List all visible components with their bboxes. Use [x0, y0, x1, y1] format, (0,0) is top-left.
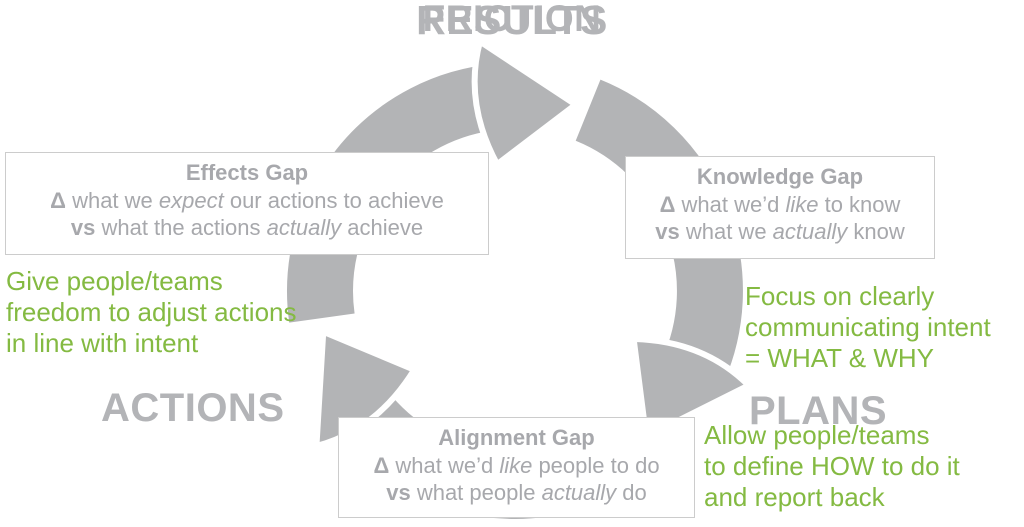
alignment-gap-line1: Δ what we’d like people to do [373, 452, 660, 478]
plans-note: Focus on clearly communicating intent = … [745, 281, 991, 374]
alignment-note-line: and report back [704, 482, 885, 512]
alignment-note-line: Allow people/teams [704, 420, 930, 450]
friction-label: FRICTION [422, 0, 602, 39]
plans-label: PLANS [749, 389, 888, 433]
cycle-arrowhead-top [475, 42, 576, 165]
alignment-note-line: to define HOW to do it [704, 451, 960, 481]
actions-note-line: Give people/teams [6, 266, 223, 296]
alignment-gap-box: Alignment Gap Δ what we’d like people to… [338, 417, 695, 518]
knowledge-gap-title: Knowledge Gap [696, 164, 864, 189]
knowledge-gap-line2: vs what we actually know [655, 219, 905, 244]
alignment-gap-line2: vs what people actually do [386, 480, 647, 505]
effects-gap-line1: Δ what we expect our actions to achieve [50, 187, 444, 213]
effects-gap-box: Effects Gap Δ what we expect our actions… [5, 152, 489, 255]
alignment-note: Allow people/teams to define HOW to do i… [704, 420, 960, 513]
actions-note-line: in line with intent [6, 328, 199, 358]
knowledge-gap-line1: Δ what we’d like to know [659, 191, 901, 217]
actions-note: Give people/teams freedom to adjust acti… [6, 266, 297, 359]
plans-note-line: = WHAT & WHY [745, 343, 934, 373]
actions-note-line: freedom to adjust actions [6, 297, 297, 327]
plans-note-line: Focus on clearly [745, 281, 935, 311]
knowledge-gap-box: Knowledge Gap Δ what we’d like to know v… [625, 156, 935, 259]
results-label: RESULTS [416, 0, 608, 43]
actions-label: ACTIONS [101, 386, 285, 430]
plans-note-line: communicating intent [745, 312, 991, 342]
effects-gap-title: Effects Gap [185, 160, 309, 185]
alignment-gap-title: Alignment Gap [438, 425, 595, 450]
effects-gap-line2: vs what the actions actually achieve [70, 215, 424, 240]
